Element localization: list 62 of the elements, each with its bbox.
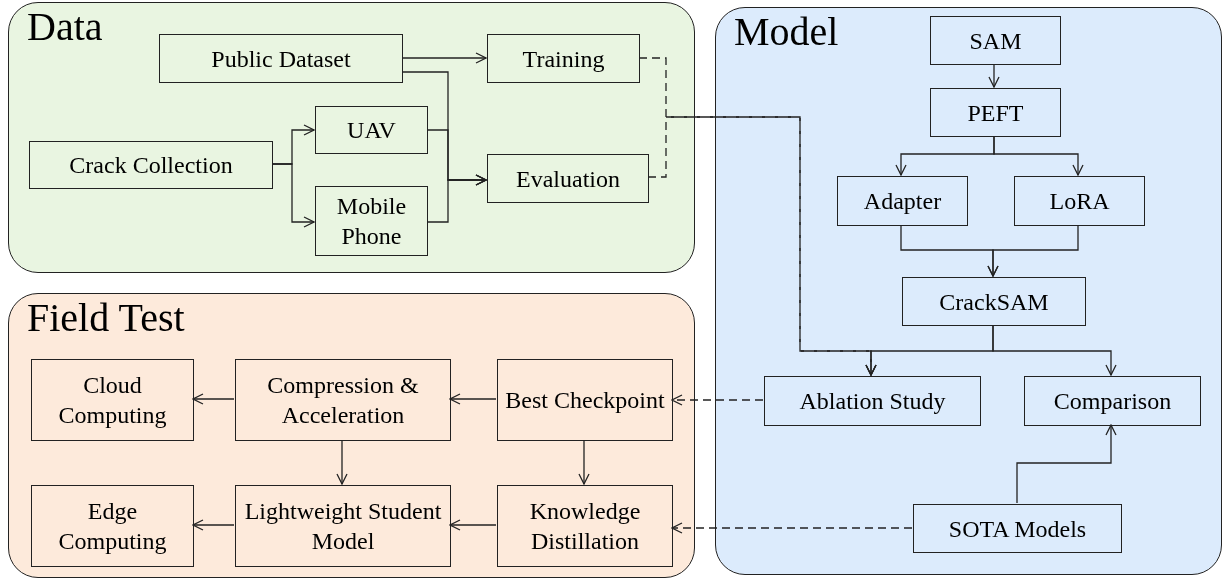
arrow (192, 519, 235, 531)
process-box (31, 359, 194, 441)
process-box (29, 141, 273, 189)
arrow (993, 135, 1084, 176)
box-label: SAM (969, 26, 1022, 56)
panel-title: Field Test (27, 294, 185, 342)
box-label: Adapter (863, 187, 942, 216)
process-box (1014, 176, 1145, 226)
box-label: CrackSAM (939, 287, 1049, 317)
process-box (913, 504, 1122, 553)
group-panel (8, 2, 695, 273)
process-box (315, 186, 428, 256)
panel-title: Model (734, 8, 839, 56)
arrow (578, 439, 590, 485)
box-label: Training (522, 44, 605, 74)
process-box (930, 16, 1061, 65)
arrow (671, 394, 764, 406)
box-label: UAV (347, 116, 396, 145)
box-label: PEFT (967, 98, 1024, 128)
box-label: Evaluation (516, 164, 620, 194)
process-box (902, 277, 1086, 326)
box-label: Knowledge Distillation (528, 497, 642, 556)
process-box (31, 485, 194, 567)
box-label: Ablation Study (799, 387, 946, 416)
process-box (930, 88, 1061, 137)
box-label: Cloud Computing (57, 371, 168, 430)
box-label: Public Dataset (211, 44, 351, 74)
arrow (987, 224, 1079, 277)
arrow (192, 393, 235, 405)
box-label: LoRA (1049, 187, 1110, 216)
process-box (837, 176, 968, 226)
process-box (1024, 376, 1201, 426)
panel-title: Data (27, 3, 103, 51)
box-label: Lightweight Student Model (243, 497, 443, 556)
arrow (336, 439, 348, 485)
box-label: Mobile Phone (335, 192, 408, 251)
box-label: Best Checkpoint (505, 386, 665, 415)
arrow (988, 63, 1000, 88)
arrow (1016, 424, 1117, 504)
process-box (235, 359, 451, 441)
box-label: Edge Computing (57, 497, 168, 556)
arrow (449, 393, 497, 405)
arrow (992, 324, 1117, 376)
process-box (235, 485, 451, 567)
arrow (271, 163, 315, 228)
box-label: SOTA Models (948, 514, 1087, 544)
process-box (764, 376, 981, 426)
box-label: Compression & Acceleration (266, 371, 420, 430)
arrow (449, 519, 497, 531)
process-box (497, 485, 673, 567)
process-box (487, 34, 640, 83)
process-box (497, 359, 673, 441)
box-label: Comparison (1053, 387, 1172, 416)
group-panel (8, 293, 695, 578)
box-label: Crack Collection (69, 151, 233, 180)
process-box (315, 106, 428, 154)
arrow (671, 522, 913, 534)
arrow (426, 174, 487, 223)
arrow (401, 52, 487, 64)
process-box (487, 154, 649, 203)
group-panel (715, 7, 1222, 575)
process-box (159, 34, 403, 83)
